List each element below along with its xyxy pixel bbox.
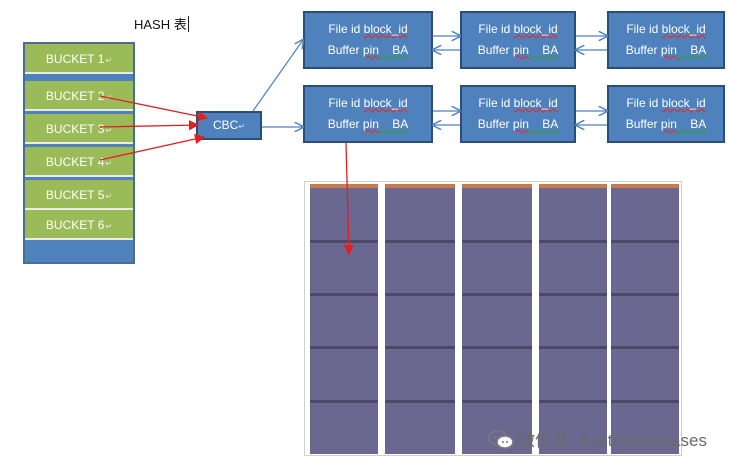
bucket-1: BUCKET 1↵ xyxy=(25,44,133,74)
block-divider xyxy=(539,293,607,296)
cbc-to-header-1-arrow xyxy=(252,40,303,112)
buffer-header-2-2: File id block_id Buffer pin BA xyxy=(460,85,576,143)
block-divider xyxy=(385,293,455,296)
buffer-block-column xyxy=(611,184,679,454)
paragraph-mark-icon: ↵ xyxy=(105,192,113,201)
bucket-3: BUCKET 3↵ xyxy=(25,114,133,144)
block-divider xyxy=(462,240,532,243)
block-divider xyxy=(462,400,532,403)
bucket-3-to-cbc-arrow xyxy=(99,119,200,131)
block-divider xyxy=(385,346,455,349)
buffer-header-2-3: File id block_id Buffer pin BA xyxy=(607,85,725,143)
hash-bucket-list: BUCKET 1↵ BUCKET 2↵ BUCKET 3↵ BUCKET 4↵ … xyxy=(23,42,135,264)
block-divider xyxy=(310,240,378,243)
paragraph-mark-icon: ↵ xyxy=(105,56,113,65)
buffer-header-1-3: File id block_id Buffer pin BA xyxy=(607,11,725,69)
diagram-title: HASH 表 xyxy=(134,16,189,32)
wechat-watermark: 微信号: AustinDatabases xyxy=(488,426,707,451)
bucket-5: BUCKET 5↵ xyxy=(25,180,133,210)
text-cursor xyxy=(187,16,189,32)
block-divider xyxy=(310,346,378,349)
bucket-2: BUCKET 2↵ xyxy=(25,81,133,111)
block-divider xyxy=(462,293,532,296)
paragraph-mark-icon: ↵ xyxy=(105,222,113,231)
block-divider xyxy=(385,240,455,243)
header-to-block-arrow xyxy=(343,142,354,256)
buffer-cache-area xyxy=(304,181,682,456)
buffer-block-column xyxy=(310,184,378,454)
bucket-2-to-cbc-arrow xyxy=(99,95,209,122)
paragraph-mark-icon: ↵ xyxy=(105,126,113,135)
buffer-header-1-2: File id block_id Buffer pin BA xyxy=(460,11,576,69)
buffer-block-column xyxy=(385,184,455,454)
wechat-icon xyxy=(488,430,514,450)
block-divider xyxy=(611,240,679,243)
buffer-header-1-1: File id block_id Buffer pin BA xyxy=(303,11,433,69)
buffer-header-2-1: File id block_id Buffer pin BA xyxy=(303,85,433,143)
block-divider xyxy=(310,400,378,403)
block-divider xyxy=(462,346,532,349)
block-divider xyxy=(611,293,679,296)
paragraph-mark-icon: ↵ xyxy=(238,122,246,131)
bucket-4: BUCKET 4↵ xyxy=(25,147,133,177)
paragraph-mark-icon: ↵ xyxy=(105,159,113,168)
bucket-4-to-cbc-arrow xyxy=(99,133,206,161)
block-divider xyxy=(310,293,378,296)
block-divider xyxy=(611,400,679,403)
block-divider xyxy=(385,400,455,403)
block-divider xyxy=(539,346,607,349)
block-divider xyxy=(611,346,679,349)
buffer-block-column xyxy=(462,184,532,454)
block-divider xyxy=(539,240,607,243)
bucket-6: BUCKET 6↵ xyxy=(25,210,133,240)
buffer-block-column xyxy=(539,184,607,454)
block-divider xyxy=(539,400,607,403)
